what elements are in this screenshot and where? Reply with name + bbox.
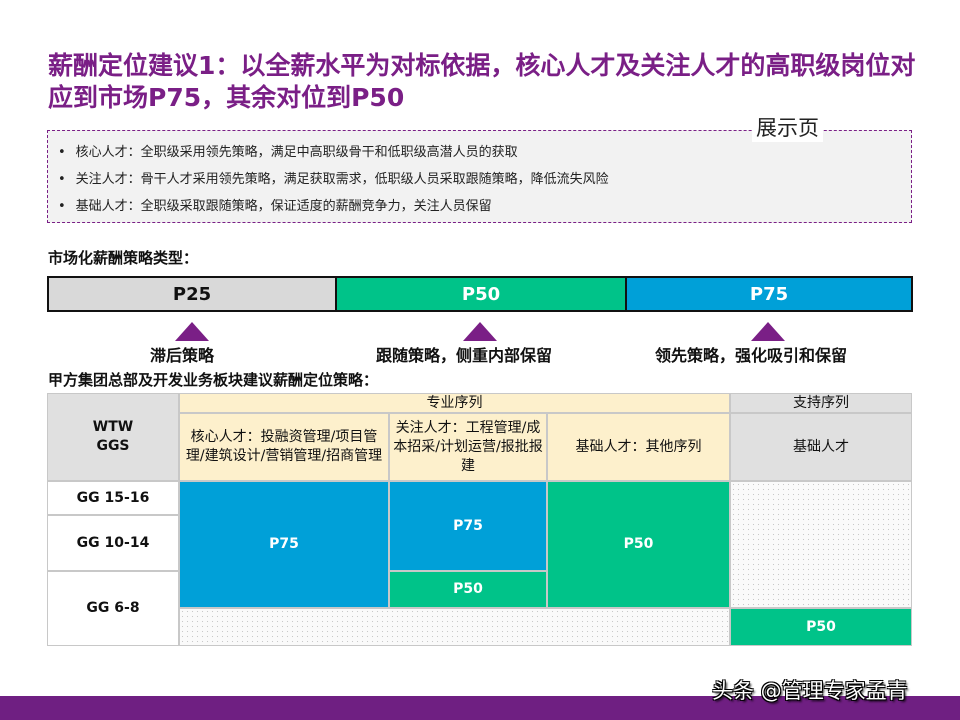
note-item: 核心人才：全职级采用领先策略，满足中高职级骨干和低职级高潜人员的获取	[58, 139, 901, 166]
col-core: 核心人才：投融资管理/项目管理/建筑设计/营销管理/招商管理	[179, 413, 389, 481]
row-gg10-14: GG 10-14	[47, 515, 179, 571]
label-follow: 跟随策略，侧重内部保留	[376, 346, 553, 365]
group-support: 支持序列	[730, 393, 912, 413]
empty-cell	[179, 608, 730, 646]
table-heading: 甲方集团总部及开发业务板块建议薪酬定位策略：	[48, 371, 379, 389]
col-focus: 关注人才：工程管理/成本招采/计划运营/报批报建	[389, 413, 547, 481]
corner-header: WTW GGS	[47, 393, 179, 481]
footer-bar	[0, 696, 960, 720]
cell-focus-p50: P50	[389, 571, 547, 608]
bar-p25: P25	[47, 276, 337, 312]
group-pro: 专业序列	[179, 393, 730, 413]
triangle-marker-icon	[463, 322, 497, 341]
bar-p50: P50	[335, 276, 627, 312]
notes-box: 核心人才：全职级采用领先策略，满足中高职级骨干和低职级高潜人员的获取 关注人才：…	[47, 130, 912, 223]
note-item: 关注人才：骨干人才采用领先策略，满足获取需求，低职级人员采取跟随策略，降低流失风…	[58, 166, 901, 193]
page-title: 薪酬定位建议1：以全薪水平为对标依据，核心人才及关注人才的高职级岗位对应到市场P…	[48, 51, 916, 112]
triangle-marker-icon	[175, 322, 209, 341]
col-basic-support: 基础人才	[730, 413, 912, 481]
empty-cell	[730, 481, 912, 608]
bar-p75: P75	[625, 276, 913, 312]
col-basic-pro: 基础人才：其他序列	[547, 413, 730, 481]
page-tag: 展示页	[752, 112, 823, 142]
row-gg15-16: GG 15-16	[47, 481, 179, 515]
cell-basic-support-p50: P50	[730, 608, 912, 646]
label-lag: 滞后策略	[150, 346, 215, 365]
triangle-marker-icon	[751, 322, 785, 341]
strategy-heading: 市场化薪酬策略类型：	[48, 249, 199, 267]
label-lead: 领先策略，强化吸引和保留	[655, 346, 848, 365]
watermark: 头条 @管理专家孟青	[712, 679, 908, 703]
note-item: 基础人才：全职级采取跟随策略，保证适度的薪酬竞争力，关注人员保留	[58, 193, 901, 220]
cell-focus-p75: P75	[389, 481, 547, 571]
cell-core-p75: P75	[179, 481, 389, 608]
row-gg6-8: GG 6-8	[47, 571, 179, 646]
cell-basic-pro-p50: P50	[547, 481, 730, 608]
